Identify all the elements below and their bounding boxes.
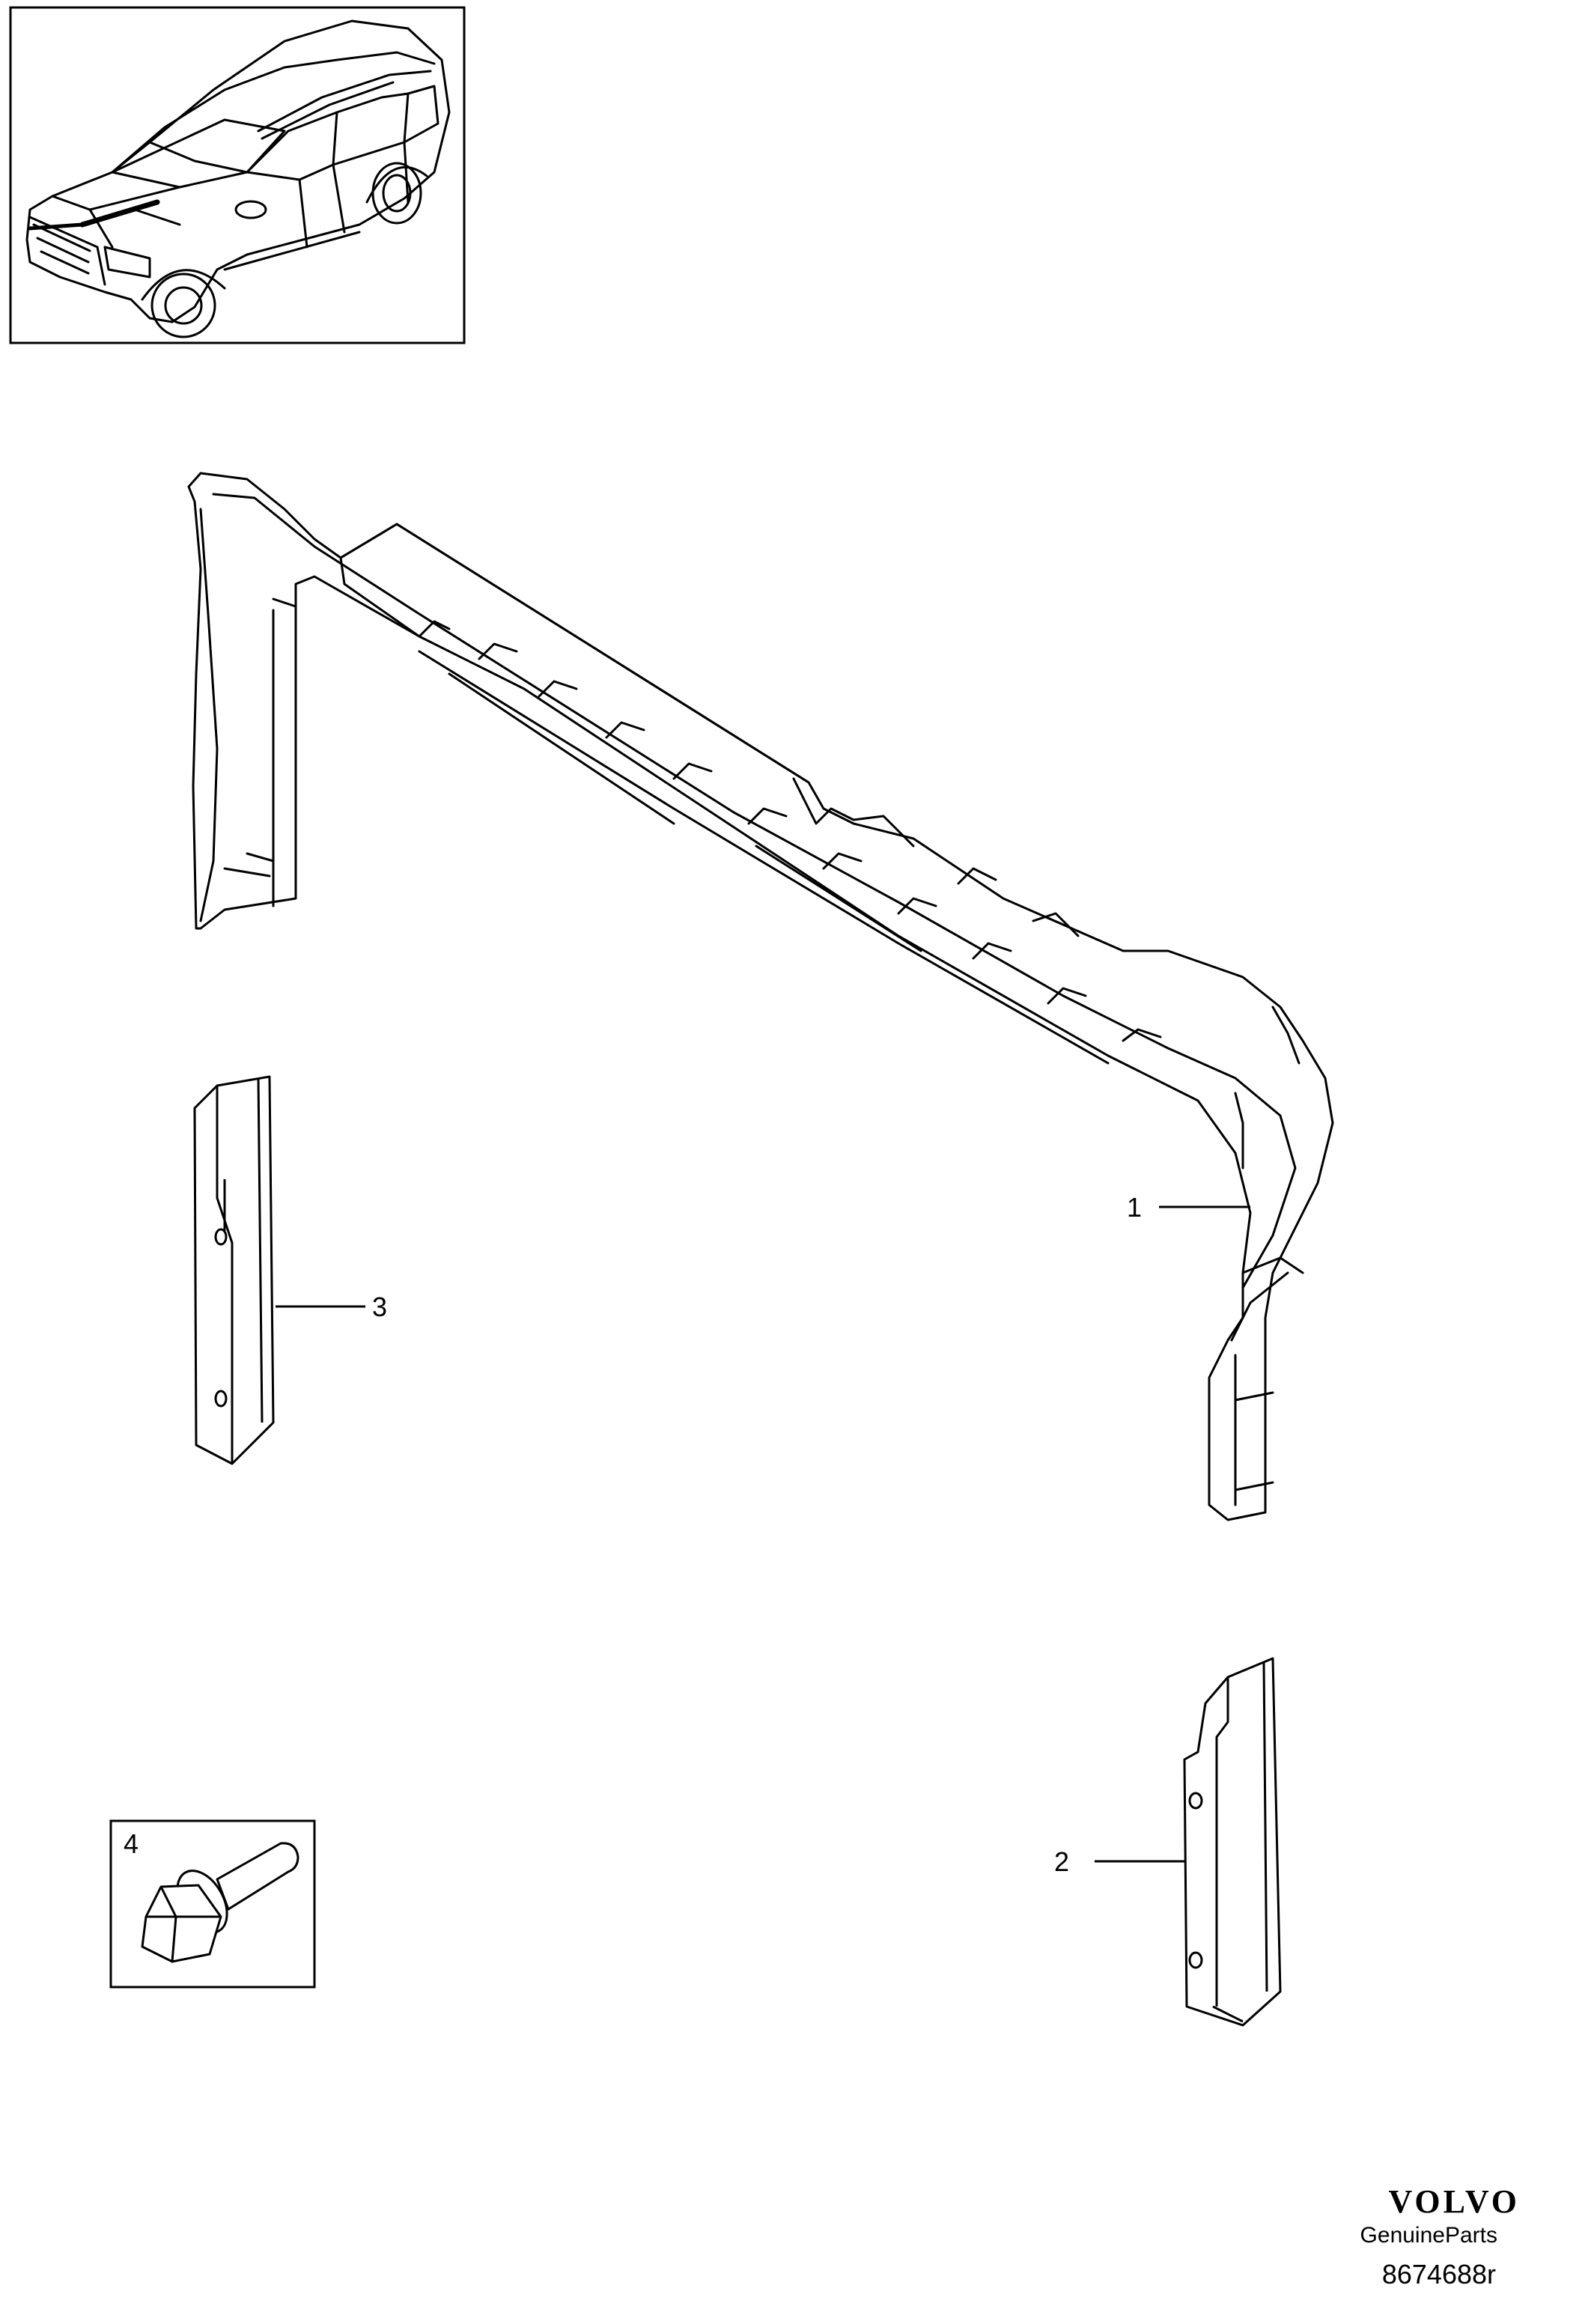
callout-4: 4 — [124, 1828, 139, 1859]
clip-part-4 — [111, 1821, 314, 1987]
brand-subtitle: GenuineParts — [1360, 2223, 1497, 2248]
footer: VOLVO GenuineParts 8674688r — [1360, 2183, 1520, 2290]
mounting-hole-icon — [1190, 1953, 1202, 1968]
drawing-number: 8674688r — [1382, 2259, 1496, 2290]
trim-strip-part-2 — [1184, 1658, 1280, 2025]
callout-3: 3 — [372, 1292, 387, 1322]
trim-frame-part-1 — [189, 473, 1333, 1520]
brand-logo: VOLVO — [1388, 2183, 1520, 2220]
push-clip-icon — [142, 1843, 298, 1962]
mounting-hole-icon — [1190, 1793, 1202, 1808]
suv-illustration-icon — [27, 21, 449, 337]
trim-strip-part-3 — [195, 1077, 273, 1464]
callout-2: 2 — [1054, 1846, 1069, 1877]
mounting-hole-icon — [216, 1391, 226, 1406]
callout-1: 1 — [1127, 1192, 1142, 1223]
mounting-hole-icon — [216, 1229, 226, 1244]
vehicle-thumbnail — [10, 7, 464, 343]
callouts: 1 3 2 4 — [124, 1192, 1250, 1877]
